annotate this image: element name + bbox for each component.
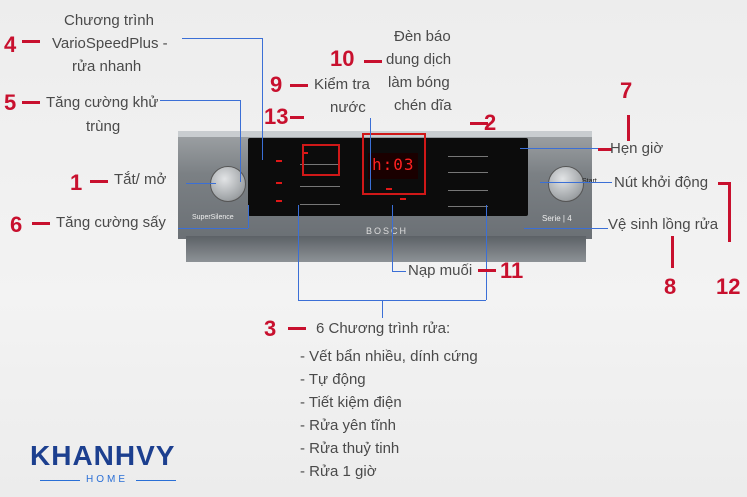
leader-line xyxy=(392,271,406,272)
label-5-line2: trùng xyxy=(86,118,120,136)
leader-line xyxy=(540,182,612,183)
label-10-line2: dung dịch xyxy=(386,51,451,69)
label-11: Nạp muối xyxy=(408,262,472,280)
serie-text: Serie | 4 xyxy=(542,214,572,223)
khanhvy-logo: KHANHVY xyxy=(30,440,175,472)
logo-line xyxy=(40,480,80,481)
label-10-line1: Đèn báo xyxy=(394,28,451,46)
label-4-line2: VarioSpeedPlus - xyxy=(52,35,168,53)
supersilence-text: SuperSilence xyxy=(192,214,234,221)
program-item: - Tự động xyxy=(300,368,478,391)
callout-dash xyxy=(288,327,306,330)
callout-number-3: 3 xyxy=(264,318,276,340)
label-9-line1: Kiểm tra xyxy=(314,76,370,94)
leader-line xyxy=(186,183,216,184)
leader-line xyxy=(524,228,608,229)
label-8: Vệ sinh lồng rửa xyxy=(608,216,718,234)
label-9-line2: nước xyxy=(330,99,366,117)
salt-led xyxy=(400,198,406,200)
label-4-line1: Chương trình xyxy=(64,12,154,30)
program-button-line xyxy=(448,156,488,157)
leader-line xyxy=(486,205,487,300)
callout-number-8: 8 xyxy=(664,276,676,298)
callout-dash xyxy=(32,222,50,225)
program-button-line xyxy=(448,206,488,207)
label-4-line3: rửa nhanh xyxy=(72,58,141,76)
brand-text: BOSCH xyxy=(366,226,408,236)
callout-number-1: 1 xyxy=(70,172,82,194)
label-10-line3: làm bóng xyxy=(388,74,450,92)
label-5-line1: Tăng cường khử xyxy=(46,94,158,112)
program-button-line xyxy=(300,204,340,205)
callout-number-9: 9 xyxy=(270,74,282,96)
leader-line xyxy=(178,228,248,229)
callout-dash xyxy=(22,101,40,104)
callout-dash xyxy=(290,116,304,119)
callout-number-12: 12 xyxy=(716,276,740,298)
callout-dash xyxy=(478,269,496,272)
logo-line xyxy=(136,480,176,481)
callout-dash xyxy=(364,60,382,63)
program-button-line xyxy=(448,172,488,173)
callout-dash xyxy=(22,40,40,43)
label-1: Tắt/ mở xyxy=(114,171,166,189)
callout-number-10: 10 xyxy=(330,48,354,70)
leader-line xyxy=(182,38,262,39)
label-12: Nút khởi động xyxy=(614,174,708,192)
logo-subtitle: HOME xyxy=(86,474,128,485)
program-item: - Vết bẩn nhiều, dính cứng xyxy=(300,345,478,368)
callout-number-4: 4 xyxy=(4,34,16,56)
leader-line xyxy=(262,38,263,160)
label-7: Hẹn giờ xyxy=(610,140,663,158)
program-item: - Rửa thuỷ tinh xyxy=(300,437,478,460)
callout-number-7: 7 xyxy=(620,80,632,102)
leader-line xyxy=(298,205,299,300)
display-highlight xyxy=(362,133,426,195)
led-indicator xyxy=(276,160,282,162)
program-item: - Tiết kiệm điện xyxy=(300,391,478,414)
leader-line xyxy=(248,205,249,228)
callout-number-6: 6 xyxy=(10,214,22,236)
callout-number-2: 2 xyxy=(484,112,496,134)
program-item: - Rửa 1 giờ xyxy=(300,460,478,483)
led-indicator xyxy=(276,182,282,184)
leader-line xyxy=(520,148,608,149)
led-indicator xyxy=(276,200,282,202)
callout-number-5: 5 xyxy=(4,92,16,114)
leader-line xyxy=(298,300,486,301)
label-6: Tăng cường sấy xyxy=(56,214,166,232)
start-knob xyxy=(548,166,584,202)
program-button-line xyxy=(300,186,340,187)
water-check-highlight xyxy=(302,144,340,176)
callout-number-11: 11 xyxy=(500,260,523,282)
leader-line xyxy=(160,100,240,101)
callout-dash xyxy=(728,182,731,242)
leader-line xyxy=(382,300,383,318)
label-10-line4: chén dĩa xyxy=(394,97,452,115)
leader-line xyxy=(370,118,371,190)
leader-line xyxy=(240,100,241,182)
callout-number-13: 13 xyxy=(264,106,288,128)
label-3: 6 Chương trình rửa: xyxy=(316,320,450,338)
leader-line xyxy=(392,205,393,271)
program-item: - Rửa yên tĩnh xyxy=(300,414,478,437)
program-button-line xyxy=(448,190,488,191)
panel-base xyxy=(186,236,586,262)
callout-dash xyxy=(627,115,630,141)
callout-dash xyxy=(90,180,108,183)
callout-dash xyxy=(671,236,674,268)
program-list: - Vết bẩn nhiều, dính cứng - Tự động - T… xyxy=(300,345,478,483)
callout-dash xyxy=(290,84,308,87)
